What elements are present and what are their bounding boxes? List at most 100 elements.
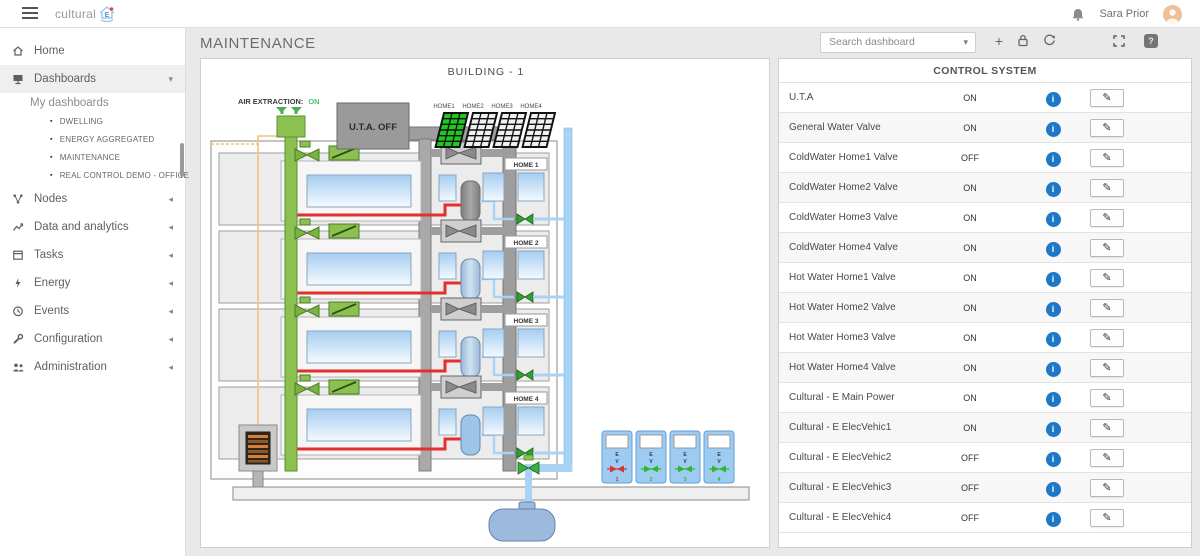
sidebar-item-home[interactable]: Home <box>0 37 185 65</box>
main-air-duct <box>502 126 517 472</box>
info-icon[interactable]: i <box>1045 91 1061 107</box>
control-row-elecvehic4: Cultural - E ElecVehic4 OFF i ✎ <box>779 503 1191 533</box>
control-row-elecvehic2: Cultural - E ElecVehic2 OFF i ✎ <box>779 443 1191 473</box>
solar-label: HOME4 <box>520 104 542 110</box>
sidebar-item-data-analytics[interactable]: Data and analytics ◂ <box>0 213 185 241</box>
vent-arrow-icon <box>291 107 302 113</box>
logo-house-icon: E <box>99 6 115 23</box>
info-icon[interactable]: i <box>1045 481 1061 497</box>
edit-button[interactable]: ✎ <box>1090 269 1124 287</box>
sidebar-item-nodes[interactable]: Nodes ◂ <box>0 185 185 213</box>
edit-button[interactable]: ✎ <box>1090 239 1124 257</box>
edit-button[interactable]: ✎ <box>1090 179 1124 197</box>
control-row-elecvehic1: Cultural - E ElecVehic1 ON i ✎ <box>779 413 1191 443</box>
info-icon[interactable]: i <box>1045 181 1061 197</box>
ev-charger-3: E V 3 <box>669 430 701 484</box>
sidebar-scrollbar[interactable] <box>180 143 184 177</box>
edit-button[interactable]: ✎ <box>1090 119 1124 137</box>
solar-panel-home3 <box>492 112 528 148</box>
edit-button[interactable]: ✎ <box>1090 449 1124 467</box>
boiler-cylinder <box>460 180 481 222</box>
control-row-coldwater-home4: ColdWater Home4 Valve ON i ✎ <box>779 233 1191 263</box>
search-dashboard-select[interactable]: Search dashboard ▾ <box>820 32 976 53</box>
floor-label: HOME 4 <box>514 396 539 403</box>
chevron-left-icon: ◂ <box>168 334 173 344</box>
electrical-panel <box>238 424 278 489</box>
water-pipe <box>525 464 572 472</box>
sidebar-item-energy[interactable]: Energy ◂ <box>0 269 185 297</box>
hot-water-pipe <box>297 281 461 295</box>
edit-button[interactable]: ✎ <box>1090 89 1124 107</box>
control-row-hotwater-home4: Hot Water Home4 Valve ON i ✎ <box>779 353 1191 383</box>
sidebar-item-events[interactable]: Events ◂ <box>0 297 185 325</box>
edit-button[interactable]: ✎ <box>1090 329 1124 347</box>
control-row-hotwater-home3: Hot Water Home3 Valve ON i ✎ <box>779 323 1191 353</box>
page-title: MAINTENANCE <box>200 35 316 52</box>
info-icon[interactable]: i <box>1045 151 1061 167</box>
floor-home1: HOME 1 <box>280 141 564 225</box>
sidebar-item-tasks[interactable]: Tasks ◂ <box>0 241 185 269</box>
info-icon[interactable]: i <box>1045 391 1061 407</box>
svg-text:E: E <box>615 452 619 458</box>
control-row-uta: U.T.A ON i ✎ <box>779 83 1191 113</box>
edit-button[interactable]: ✎ <box>1090 509 1124 527</box>
building-title: BUILDING - 1 <box>448 66 525 78</box>
home-icon <box>13 46 23 56</box>
info-icon[interactable]: i <box>1045 511 1061 527</box>
avatar[interactable] <box>1163 4 1182 24</box>
floor-label: HOME 2 <box>514 240 539 247</box>
edit-button[interactable]: ✎ <box>1090 149 1124 167</box>
help-icon[interactable]: ? <box>1144 34 1158 48</box>
info-icon[interactable]: i <box>1045 211 1061 227</box>
edit-button[interactable]: ✎ <box>1090 389 1124 407</box>
info-icon[interactable]: i <box>1045 301 1061 317</box>
bullet-icon: ▪ <box>50 118 53 125</box>
info-icon[interactable]: i <box>1045 361 1061 377</box>
events-icon <box>13 306 23 317</box>
fullscreen-icon[interactable] <box>1110 34 1128 50</box>
control-row-coldwater-home1: ColdWater Home1 Valve OFF i ✎ <box>779 143 1191 173</box>
sidebar-item-dwelling[interactable]: ▪DWELLING <box>50 117 104 126</box>
main-content: MAINTENANCE Search dashboard ▾ + ? <box>186 28 1200 556</box>
edit-button[interactable]: ✎ <box>1090 359 1124 377</box>
edit-button[interactable]: ✎ <box>1090 299 1124 317</box>
add-dashboard-button[interactable]: + <box>994 33 1004 49</box>
sidebar-item-maintenance[interactable]: ▪MAINTENANCE <box>50 153 121 162</box>
refresh-icon[interactable] <box>1040 34 1058 50</box>
ground <box>232 486 750 501</box>
info-icon[interactable]: i <box>1045 271 1061 287</box>
edit-button[interactable]: ✎ <box>1090 479 1124 497</box>
info-icon[interactable]: i <box>1045 241 1061 257</box>
electrical-wire <box>257 135 285 425</box>
sidebar-item-real-control-demo-office[interactable]: ▪REAL CONTROL DEMO - OFFICE <box>50 171 190 180</box>
water-valve <box>516 291 534 303</box>
sidebar: Home Dashboards ▾ My dashboards ▪DWELLIN… <box>0 28 190 556</box>
boiler-cylinder <box>460 258 481 300</box>
svg-text:V: V <box>649 459 653 465</box>
sidebar-item-configuration[interactable]: Configuration ◂ <box>0 325 185 353</box>
lock-icon[interactable] <box>1014 34 1032 50</box>
menu-icon[interactable] <box>22 7 38 20</box>
sidebar-item-administration[interactable]: Administration ◂ <box>0 353 185 381</box>
edit-button[interactable]: ✎ <box>1090 419 1124 437</box>
info-icon[interactable]: i <box>1045 331 1061 347</box>
notifications-bell-icon[interactable] <box>1071 7 1085 22</box>
water-pipe <box>525 472 532 509</box>
info-icon[interactable]: i <box>1045 421 1061 437</box>
hot-water-pipe <box>297 203 461 217</box>
svg-text:E: E <box>683 452 687 458</box>
info-icon[interactable]: i <box>1045 451 1061 467</box>
control-row-hotwater-home2: Hot Water Home2 Valve ON i ✎ <box>779 293 1191 323</box>
floor-label: HOME 1 <box>514 162 539 169</box>
ev-chargers: E V 1 E V 2 E <box>601 430 735 484</box>
ev-number: 3 <box>683 477 686 483</box>
ev-charger-4: E V 4 <box>703 430 735 484</box>
control-system-title: CONTROL SYSTEM <box>779 59 1191 83</box>
edit-button[interactable]: ✎ <box>1090 209 1124 227</box>
top-header-bar: cultural E Sara Prior <box>0 0 1200 28</box>
solar-panel-home2 <box>463 112 499 148</box>
sidebar-item-dashboards[interactable]: Dashboards ▾ <box>0 65 185 93</box>
sidebar-item-energy-aggregated[interactable]: ▪ENERGY AGGREGATED <box>50 135 155 144</box>
solar-label: HOME3 <box>491 104 513 110</box>
info-icon[interactable]: i <box>1045 121 1061 137</box>
